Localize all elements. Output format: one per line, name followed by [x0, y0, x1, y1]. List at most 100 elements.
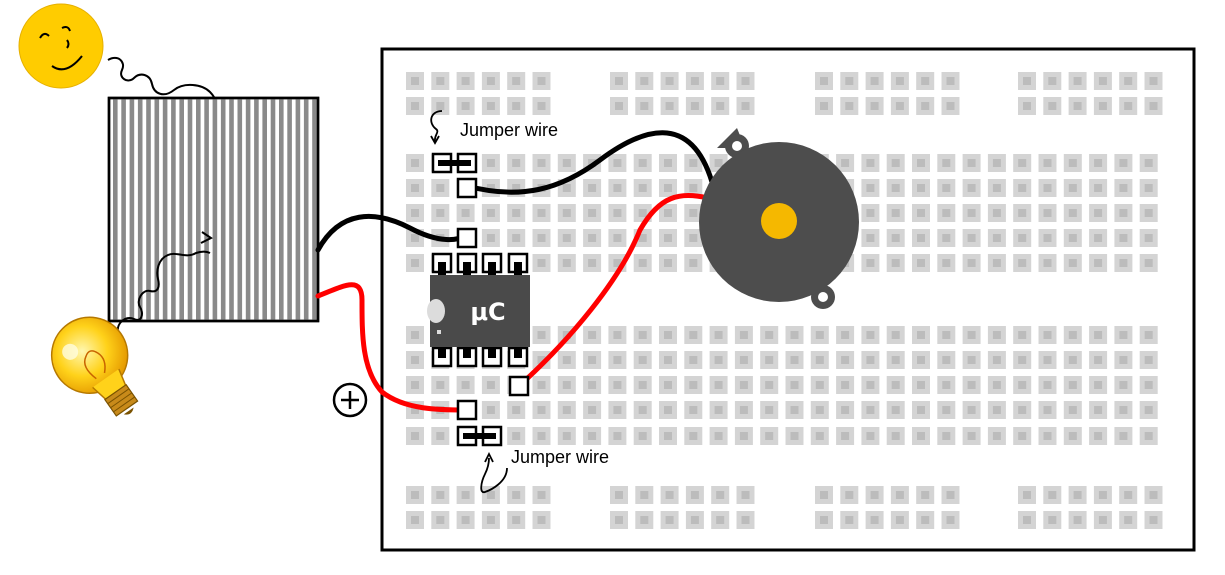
breadboard-hole-inner	[815, 406, 824, 414]
breadboard-hole-inner	[739, 356, 748, 364]
breadboard-hole-inner	[1068, 356, 1077, 364]
breadboard-hole-inner	[537, 491, 546, 499]
breadboard-hole-inner	[638, 159, 647, 167]
red-wire-buzzer	[516, 193, 711, 389]
breadboard-hole-inner	[1068, 406, 1077, 414]
breadboard-hole-inner	[790, 406, 799, 414]
breadboard-hole-inner	[815, 331, 824, 339]
breadboard-hole-inner	[562, 209, 571, 217]
breadboard-hole-inner	[588, 259, 597, 267]
breadboard-hole-inner	[1068, 209, 1077, 217]
breadboard-hole-inner	[917, 356, 925, 364]
breadboard-hole-inner	[486, 159, 495, 167]
breadboard-hole-inner	[537, 102, 546, 110]
breadboard-hole-inner	[411, 234, 419, 242]
buzzer-icon	[699, 128, 859, 309]
breadboard-hole-inner	[411, 516, 419, 524]
breadboard-hole-inner	[588, 234, 597, 242]
breadboard-hole-inner	[942, 406, 951, 414]
breadboard-hole-inner	[895, 516, 904, 524]
breadboard-hole-inner	[486, 491, 495, 499]
breadboard-hole-inner	[1048, 491, 1057, 499]
breadboard-hole-inner	[1144, 406, 1153, 414]
breadboard-hole-inner	[942, 331, 951, 339]
breadboard-hole-inner	[820, 77, 828, 85]
breadboard-hole-inner	[512, 184, 521, 192]
breadboard-hole-inner	[615, 102, 623, 110]
breadboard-hole-inner	[1098, 77, 1107, 85]
breadboard-hole-inner	[638, 432, 647, 440]
breadboard-hole-inner	[714, 159, 723, 167]
solar-panel-stripe	[229, 99, 234, 320]
solar-panel-stripe	[237, 99, 243, 320]
breadboard-hole-inner	[1068, 234, 1077, 242]
breadboard-hole-inner	[1023, 516, 1031, 524]
breadboard-hole-inner	[1043, 234, 1052, 242]
chip-pin	[514, 262, 522, 278]
breadboard-hole-inner	[891, 331, 900, 339]
breadboard-hole-inner	[1043, 406, 1052, 414]
breadboard-hole-inner	[866, 259, 875, 267]
breadboard-hole-inner	[790, 331, 799, 339]
breadboard-hole-inner	[1018, 234, 1027, 242]
breadboard-hole-inner	[1023, 491, 1031, 499]
breadboard-hole-inner	[967, 234, 976, 242]
breadboard-hole-inner	[841, 432, 850, 440]
chip-pin	[438, 262, 446, 278]
breadboard-hole-inner	[1119, 184, 1128, 192]
breadboard-hole-inner	[1018, 432, 1027, 440]
breadboard-hole-inner	[638, 184, 647, 192]
breadboard-hole-inner	[1068, 331, 1077, 339]
breadboard-hole-inner	[921, 77, 930, 85]
breadboard-hole-inner	[1144, 209, 1153, 217]
breadboard-hole-inner	[1073, 491, 1082, 499]
jumper-wire-bottom-annotation: Jumper wire	[480, 447, 609, 494]
breadboard-hole-inner	[1149, 102, 1158, 110]
solar-panel-stripe	[220, 99, 226, 320]
breadboard-hole-inner	[512, 209, 521, 217]
breadboard-hole-inner	[1098, 491, 1107, 499]
breadboard-hole-inner	[689, 381, 698, 389]
solar-panel-stripe	[295, 99, 301, 320]
breadboard-hole-inner	[689, 234, 698, 242]
solar-panel-stripe	[162, 99, 168, 320]
breadboard-hole-inner	[562, 259, 571, 267]
breadboard-hole-inner	[664, 234, 672, 242]
breadboard-hole-inner	[1043, 432, 1052, 440]
breadboard-hole-inner	[992, 356, 1001, 364]
breadboard-hole-inner	[841, 381, 850, 389]
breadboard-hole-inner	[716, 102, 725, 110]
breadboard-hole-inner	[665, 491, 674, 499]
breadboard-hole-inner	[690, 77, 699, 85]
breadboard-hole-inner	[640, 516, 649, 524]
solar-panel-stripe	[254, 99, 259, 320]
breadboard-hole-inner	[638, 381, 647, 389]
breadboard-hole-inner	[992, 432, 1001, 440]
breadboard-hole-inner	[1094, 381, 1103, 389]
breadboard-hole-inner	[1144, 356, 1153, 364]
breadboard-hole-inner	[486, 381, 495, 389]
breadboard-hole-inner	[1098, 516, 1107, 524]
breadboard-hole-inner	[967, 259, 976, 267]
chip-pin	[514, 344, 522, 358]
breadboard-hole-inner	[741, 491, 750, 499]
breadboard-hole-inner	[588, 432, 597, 440]
breadboard-hole-inner	[411, 159, 419, 167]
chip-pin	[488, 262, 496, 278]
solar-panel-stripe	[204, 99, 209, 320]
breadboard-hole-inner	[1119, 356, 1128, 364]
breadboard-hole-inner	[638, 356, 647, 364]
breadboard-hole-inner	[895, 491, 904, 499]
breadboard-hole-inner	[664, 406, 672, 414]
solar-panel-stripe	[179, 99, 184, 320]
light-bulb-icon	[50, 316, 139, 417]
breadboard-hole-inner	[664, 209, 672, 217]
breadboard-hole-inner	[689, 331, 698, 339]
breadboard-hole-inner	[992, 381, 1001, 389]
breadboard-hole-inner	[942, 259, 951, 267]
breadboard-hole-inner	[1068, 184, 1077, 192]
breadboard-holes	[406, 72, 1163, 529]
breadboard-hole-inner	[1124, 77, 1133, 85]
breadboard-hole-inner	[689, 356, 698, 364]
solar-panel-stripe	[154, 99, 160, 320]
